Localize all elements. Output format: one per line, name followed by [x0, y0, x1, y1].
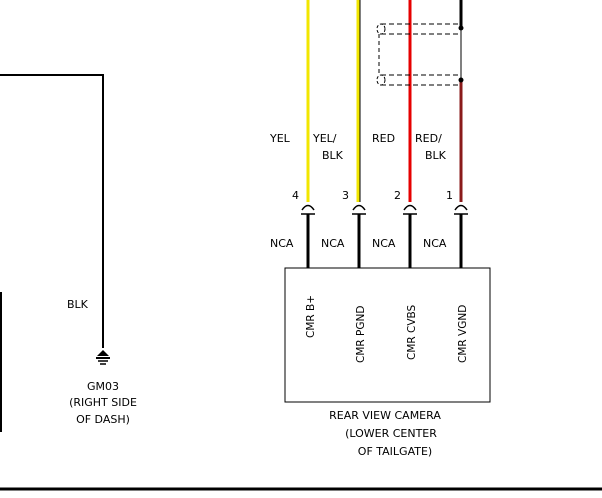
terminal-pin2 — [403, 204, 417, 215]
pin2-number: 2 — [394, 189, 401, 202]
ground-location-line2: OF DASH) — [76, 413, 130, 426]
pin3-number: 3 — [342, 189, 349, 202]
shield-symbol — [376, 23, 464, 86]
component-name-line2: (LOWER CENTER — [345, 427, 437, 440]
pin2-status: NCA — [372, 237, 396, 250]
pin1-number: 1 — [446, 189, 453, 202]
pin3-wire-color-line2: BLK — [322, 149, 344, 162]
pin1-signal: CMR VGND — [457, 305, 469, 363]
ground-location-line1: (RIGHT SIDE — [69, 396, 137, 409]
pin4-signal: CMR B+ — [305, 295, 317, 338]
pin3-status: NCA — [321, 237, 345, 250]
terminal-pin3 — [352, 204, 366, 215]
terminal-pin1 — [454, 204, 468, 215]
pin4-wire-color: YEL — [269, 132, 291, 145]
ground-name: GM03 — [87, 380, 119, 393]
pin1-wire-color-line1: RED/ — [415, 132, 442, 145]
connector-terminals — [301, 204, 468, 215]
terminal-pin4 — [301, 204, 315, 215]
pin3-signal: CMR PGND — [355, 306, 367, 363]
pin1-wire-color-line2: BLK — [425, 149, 447, 162]
upper-wires — [306, 0, 463, 202]
blk-wire-label: BLK — [67, 298, 89, 311]
ground-icon — [96, 350, 110, 365]
component-name-line1: REAR VIEW CAMERA — [329, 409, 441, 422]
component-name-line3: OF TAILGATE) — [358, 445, 432, 458]
lower-wires — [306, 214, 463, 268]
pin3-wire-color-line1: YEL/ — [312, 132, 337, 145]
pin4-number: 4 — [292, 189, 299, 202]
pin4-status: NCA — [270, 237, 294, 250]
blk-ground-wire — [0, 74, 104, 348]
pin2-wire-color: RED — [372, 132, 395, 145]
pin1-status: NCA — [423, 237, 447, 250]
pin2-signal: CMR CVBS — [406, 304, 418, 360]
camera-component-box — [284, 267, 491, 403]
